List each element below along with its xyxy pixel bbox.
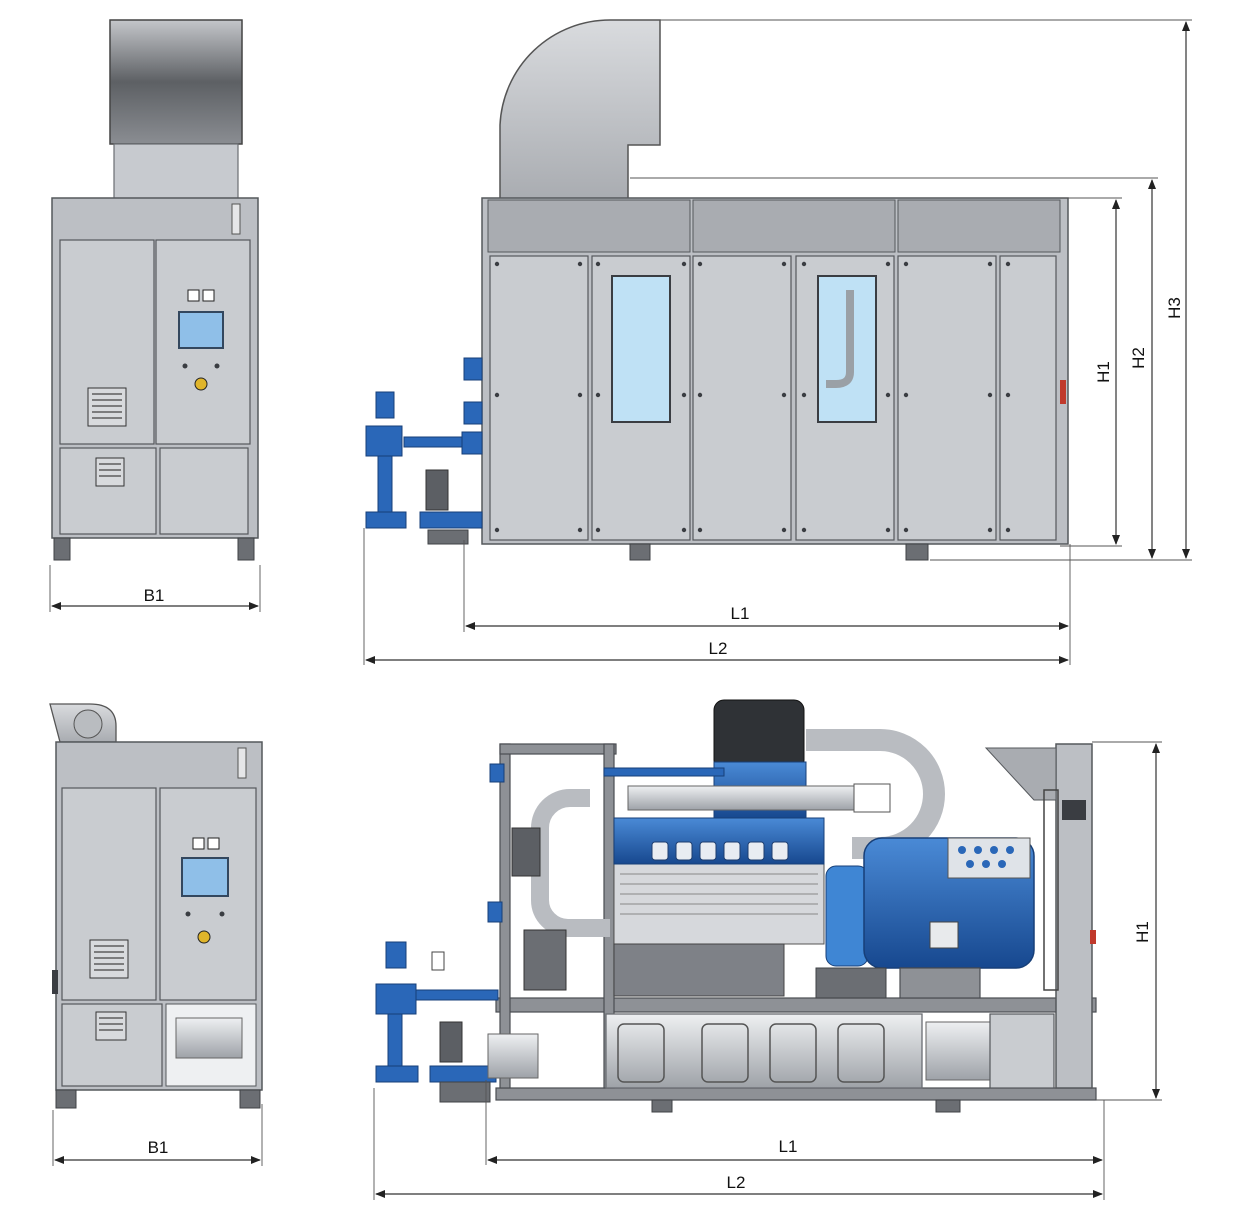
dimension-l2-top: L2 <box>363 528 1069 665</box>
dimension-l1-bottom: L1 <box>485 1080 1105 1200</box>
foot <box>55 1089 77 1109</box>
ventilation-duct <box>113 143 239 201</box>
dimension-h1-bottom: H1 <box>1092 741 1162 1101</box>
switch-icon <box>207 837 220 850</box>
hmi-screen <box>181 857 229 897</box>
dimension-h2-top: H2 <box>630 177 1192 561</box>
generator-adapter <box>825 865 869 967</box>
side-cabinet <box>1055 743 1093 1089</box>
exhaust-silencer <box>605 1013 923 1089</box>
terminal-box <box>947 837 1031 879</box>
foot <box>53 537 71 561</box>
dim-label-b1: B1 <box>144 586 165 605</box>
dim-label-h1: H1 <box>1094 361 1113 383</box>
foot <box>239 1089 261 1109</box>
exhaust-duct <box>499 19 661 201</box>
front-view-enclosed <box>51 19 259 561</box>
dim-label-l2: L2 <box>727 1173 746 1192</box>
door-handle <box>231 203 241 235</box>
dim-label-l1: L1 <box>779 1137 798 1156</box>
oil-sump <box>613 943 785 997</box>
emergency-stop-icon <box>197 930 211 944</box>
inspection-window <box>611 275 671 423</box>
switch-icon <box>187 289 200 302</box>
foot <box>629 543 651 561</box>
dim-label-b1: B1 <box>148 1138 169 1157</box>
dim-label-h3: H3 <box>1165 297 1184 319</box>
dim-label-l2: L2 <box>709 639 728 658</box>
dim-label-h2: H2 <box>1129 347 1148 369</box>
vent-grille <box>95 457 125 487</box>
pipework <box>365 357 483 545</box>
dimension-b1-top: B1 <box>49 565 261 612</box>
dimension-l1-top: L1 <box>463 540 1071 665</box>
coolant-pipe <box>531 789 610 937</box>
pipework <box>375 763 725 1103</box>
dimension-h1-top: H1 <box>1060 197 1122 547</box>
dimension-l2-bottom: L2 <box>373 1088 1103 1200</box>
hmi-screen <box>178 311 224 349</box>
base-frame <box>495 997 1097 1013</box>
air-filter <box>713 699 805 771</box>
dim-label-l1: L1 <box>731 604 750 623</box>
emergency-stop-icon <box>194 377 208 391</box>
front-view-open <box>49 703 263 1109</box>
side-view-open-genset <box>375 699 1097 1113</box>
foot <box>905 543 929 561</box>
door-handle <box>237 747 247 779</box>
dim-label-h1: H1 <box>1133 921 1152 943</box>
exhaust-hood <box>109 19 243 145</box>
vent-grille <box>89 939 129 979</box>
foot <box>935 1099 961 1113</box>
side-view-enclosed <box>365 19 1069 561</box>
exhaust-outlet <box>925 1021 991 1081</box>
switch-icon <box>192 837 205 850</box>
dimension-h3-top: H3 <box>660 19 1192 559</box>
vent-grille <box>95 1011 127 1041</box>
switch-icon <box>202 289 215 302</box>
vent-grille <box>87 387 127 427</box>
foot <box>237 537 255 561</box>
dimension-b1-bottom: B1 <box>52 1104 263 1166</box>
door-panels <box>489 255 1057 541</box>
cylinder-head <box>613 817 825 865</box>
foot <box>651 1099 673 1113</box>
